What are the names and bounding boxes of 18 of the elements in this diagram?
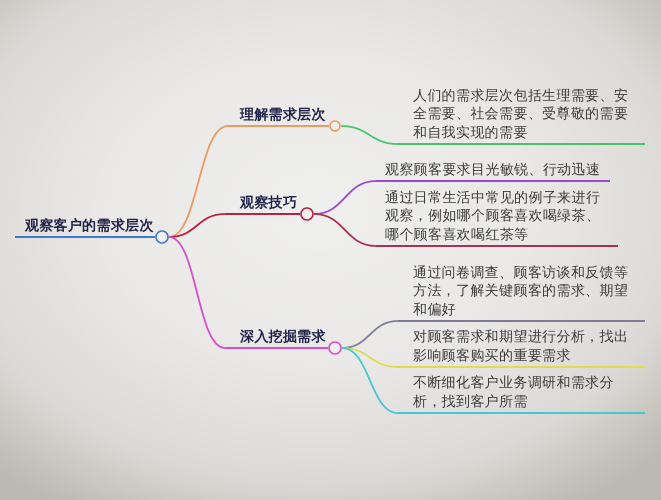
topic-title: 观察技巧	[240, 194, 298, 212]
topic-title: 观察客户的需求层次	[25, 217, 154, 235]
connector-line	[168, 125, 228, 238]
topic-title: 理解需求层次	[240, 106, 326, 124]
connector-line	[342, 347, 398, 368]
underlined-note: 人们的需求层次包括生理需要、安全需要、社会需要、受尊敬的需要和自我实现的需要	[398, 86, 645, 145]
connector-line	[342, 347, 398, 414]
underlined-note: 通过问卷调查、顾客访谈和反馈等方法，了解关键顾客的需求、期望和偏好	[398, 264, 645, 322]
topic-title: 深入挖掘需求	[240, 328, 326, 346]
connector-line	[168, 236, 226, 349]
underlined-note: 通过日常生活中常见的例子来进行观察，例如哪个顾客喜欢喝绿茶、哪个顾客喜欢喝红茶等	[376, 188, 618, 247]
underlined-note: 对顾客需求和期望进行分析，找出影响顾客购买的重要需求	[398, 328, 645, 368]
connector-line	[314, 180, 376, 215]
connector-line	[340, 125, 398, 145]
underlined-note: 观察顾客要求目光敏锐、行动迅速	[376, 160, 610, 182]
connector-line	[314, 213, 376, 247]
connector-line	[168, 213, 226, 238]
underlined-note: 不断细化客户业务调研和需求分析，找到客户所需	[398, 374, 645, 414]
